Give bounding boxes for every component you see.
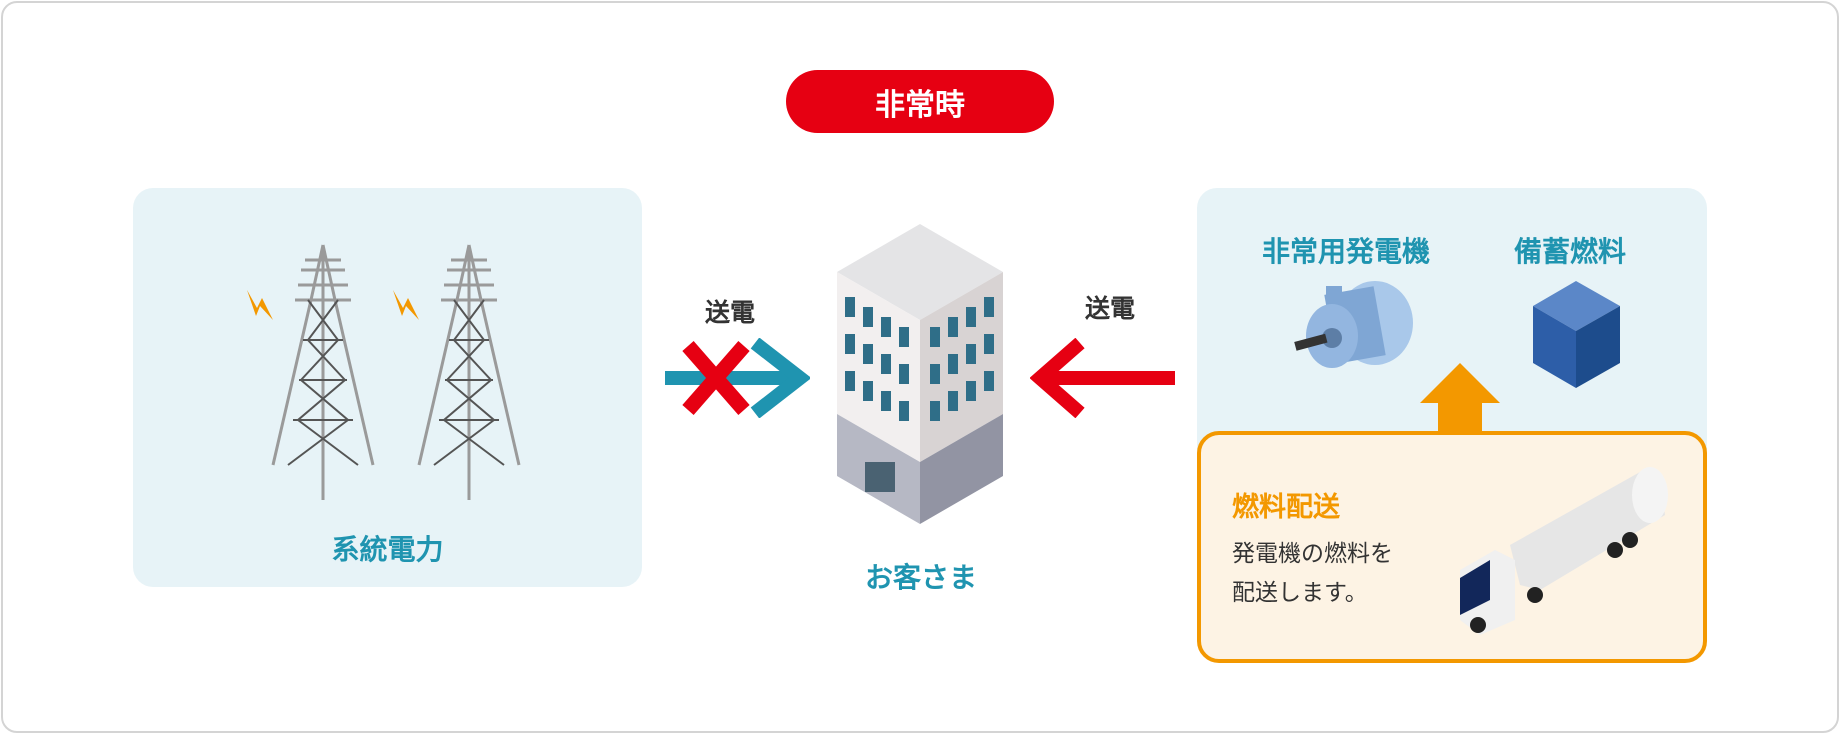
- generator-icon: [1294, 281, 1413, 368]
- fuel-delivery-title: 燃料配送: [1232, 492, 1340, 523]
- generator-transmission-arrow: [1030, 338, 1175, 418]
- transmission-tower-icon: [247, 244, 521, 500]
- tanker-truck-icon: [1460, 467, 1668, 635]
- lightning-icon: [247, 290, 273, 320]
- fuel-delivery-text-1: 発電機の燃料を: [1232, 541, 1393, 567]
- fuel-storage-icon: [1533, 281, 1620, 388]
- customer-building-icon: [837, 222, 1003, 524]
- emergency-badge: 非常時: [786, 70, 1054, 133]
- grid-power-label: 系統電力: [331, 533, 444, 566]
- fuel-delivery-text-2: 配送します。: [1232, 580, 1368, 606]
- transmission-label-left: 送電: [704, 298, 755, 327]
- grid-power-panel: [133, 188, 642, 587]
- blocked-transmission-arrow: [665, 338, 810, 418]
- customer-label: お客さま: [864, 561, 977, 594]
- x-mark-icon: [682, 341, 750, 415]
- reserve-fuel-label: 備蓄燃料: [1513, 235, 1626, 268]
- lightning-icon: [393, 290, 419, 320]
- up-arrow-icon: [1420, 363, 1500, 436]
- transmission-label-right: 送電: [1084, 294, 1135, 323]
- generator-label: 非常用発電機: [1261, 235, 1430, 268]
